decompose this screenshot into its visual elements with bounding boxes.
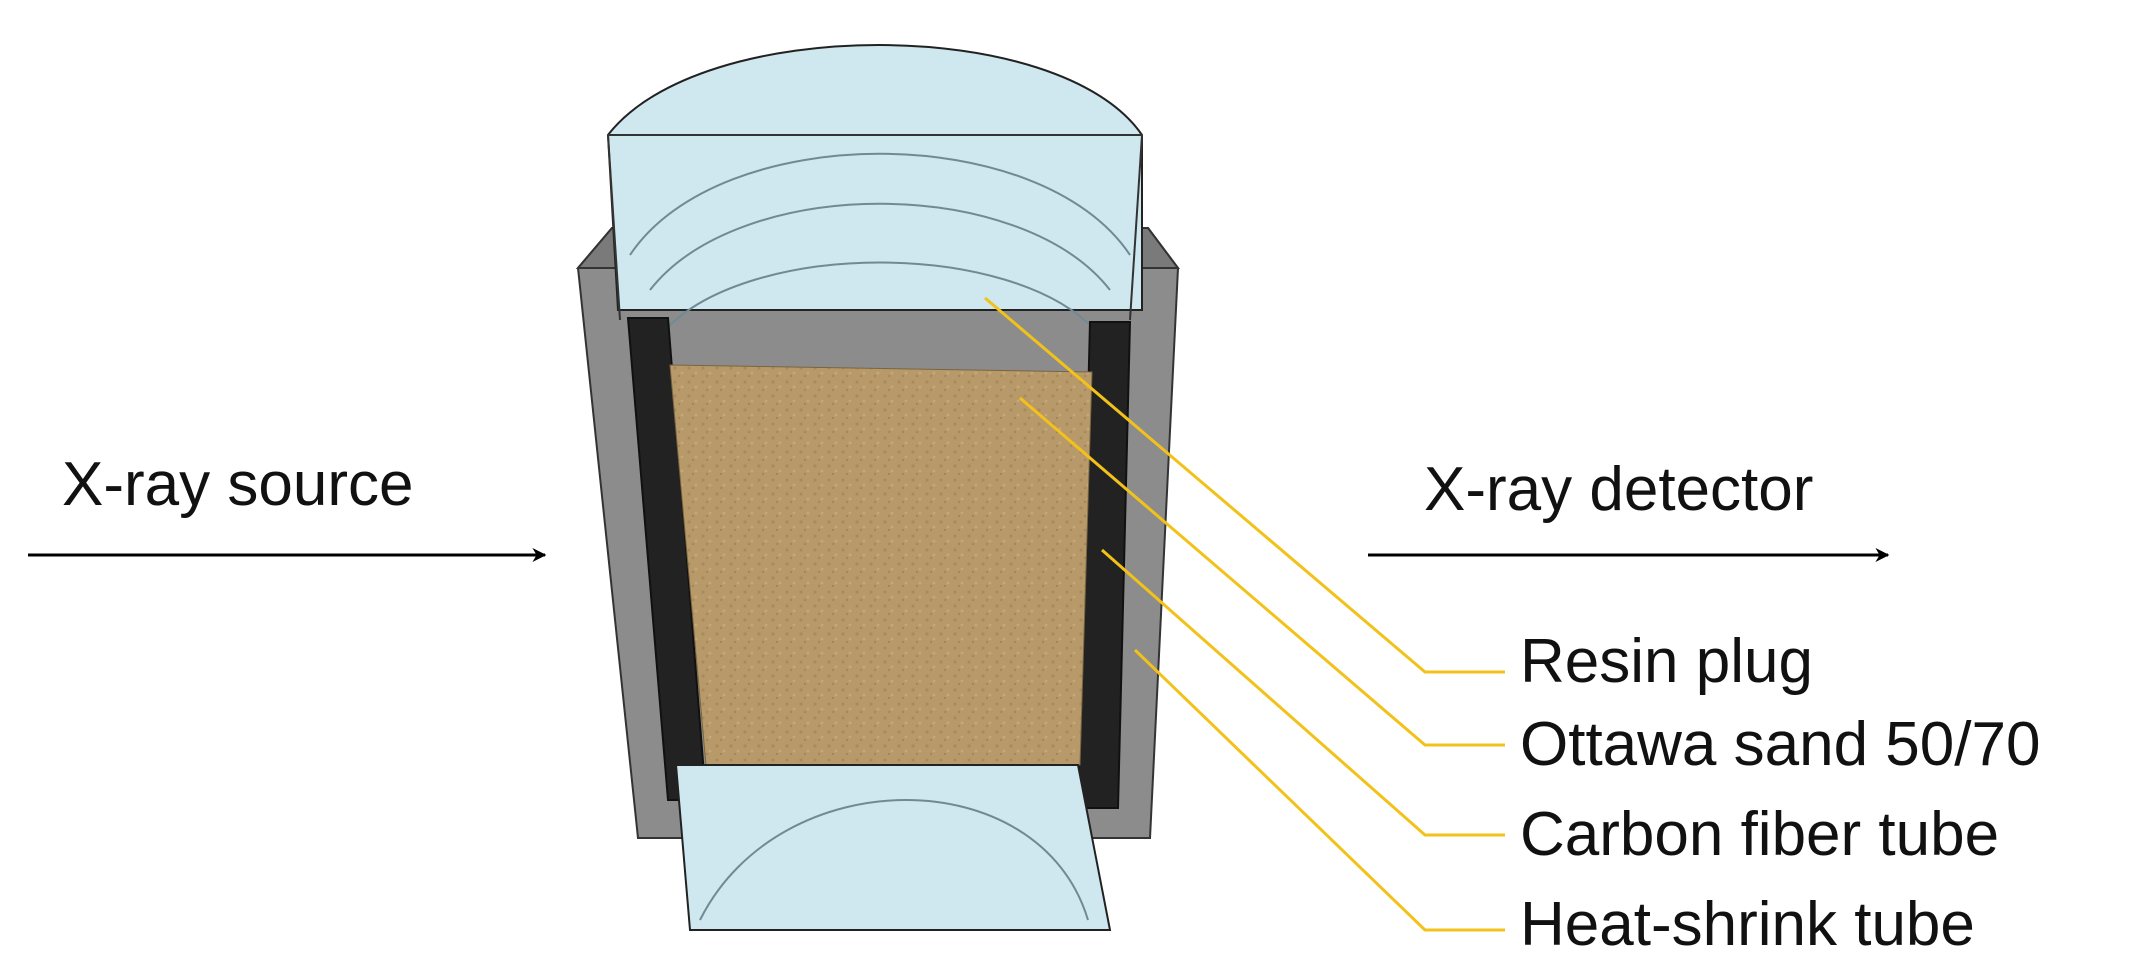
callout-lines: [984, 296, 1505, 932]
resin-plug-bottom: [674, 764, 1112, 931]
callout-label-resin-plug: Resin plug: [1520, 627, 1813, 696]
resin-plug-top: [606, 44, 1143, 331]
callout-label-ottawa-sand: Ottawa sand 50/70: [1520, 710, 2040, 779]
source-label: X-ray source: [62, 450, 413, 519]
ottawa-sand-column: [669, 364, 1093, 766]
detector-label: X-ray detector: [1424, 455, 1813, 524]
callout-label-heat-shrink-tube: Heat-shrink tube: [1520, 890, 1975, 959]
callout-line-resin: [984, 296, 1505, 674]
callout-line-sand: [1019, 396, 1505, 747]
callout-line-heat: [1133, 648, 1505, 932]
callout-line-carbon: [1101, 548, 1505, 837]
callout-label-carbon-fiber-tube: Carbon fiber tube: [1520, 800, 1999, 869]
